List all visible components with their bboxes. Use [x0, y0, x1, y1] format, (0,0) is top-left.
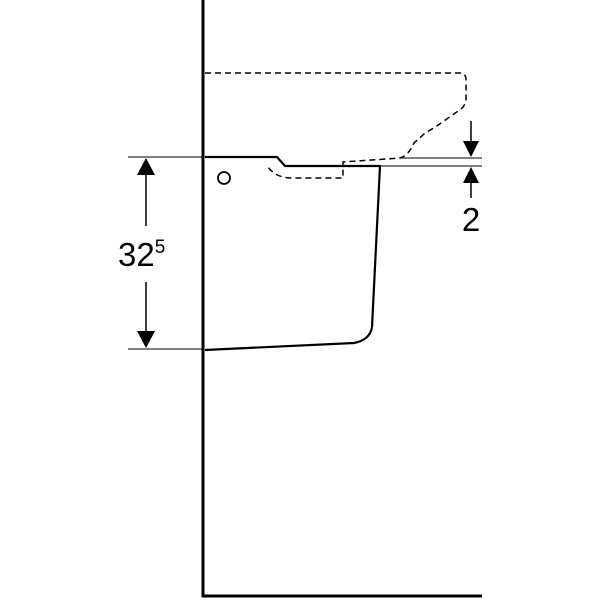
dimension-height-label: 325 [118, 236, 165, 273]
dimension-arrow-up [137, 158, 155, 175]
gap-arrow-down [463, 141, 479, 157]
washbasin-outline-dashed [205, 72, 467, 179]
mounting-hole [217, 171, 231, 185]
dimension-height-superscript: 5 [155, 237, 166, 258]
dimension-arrow-down [137, 331, 155, 348]
semi-pedestal-outline [204, 155, 382, 352]
dimension-height-main: 32 [118, 236, 155, 273]
gap-arrow-up [463, 167, 479, 183]
dimension-gap-label: 2 [462, 201, 480, 238]
